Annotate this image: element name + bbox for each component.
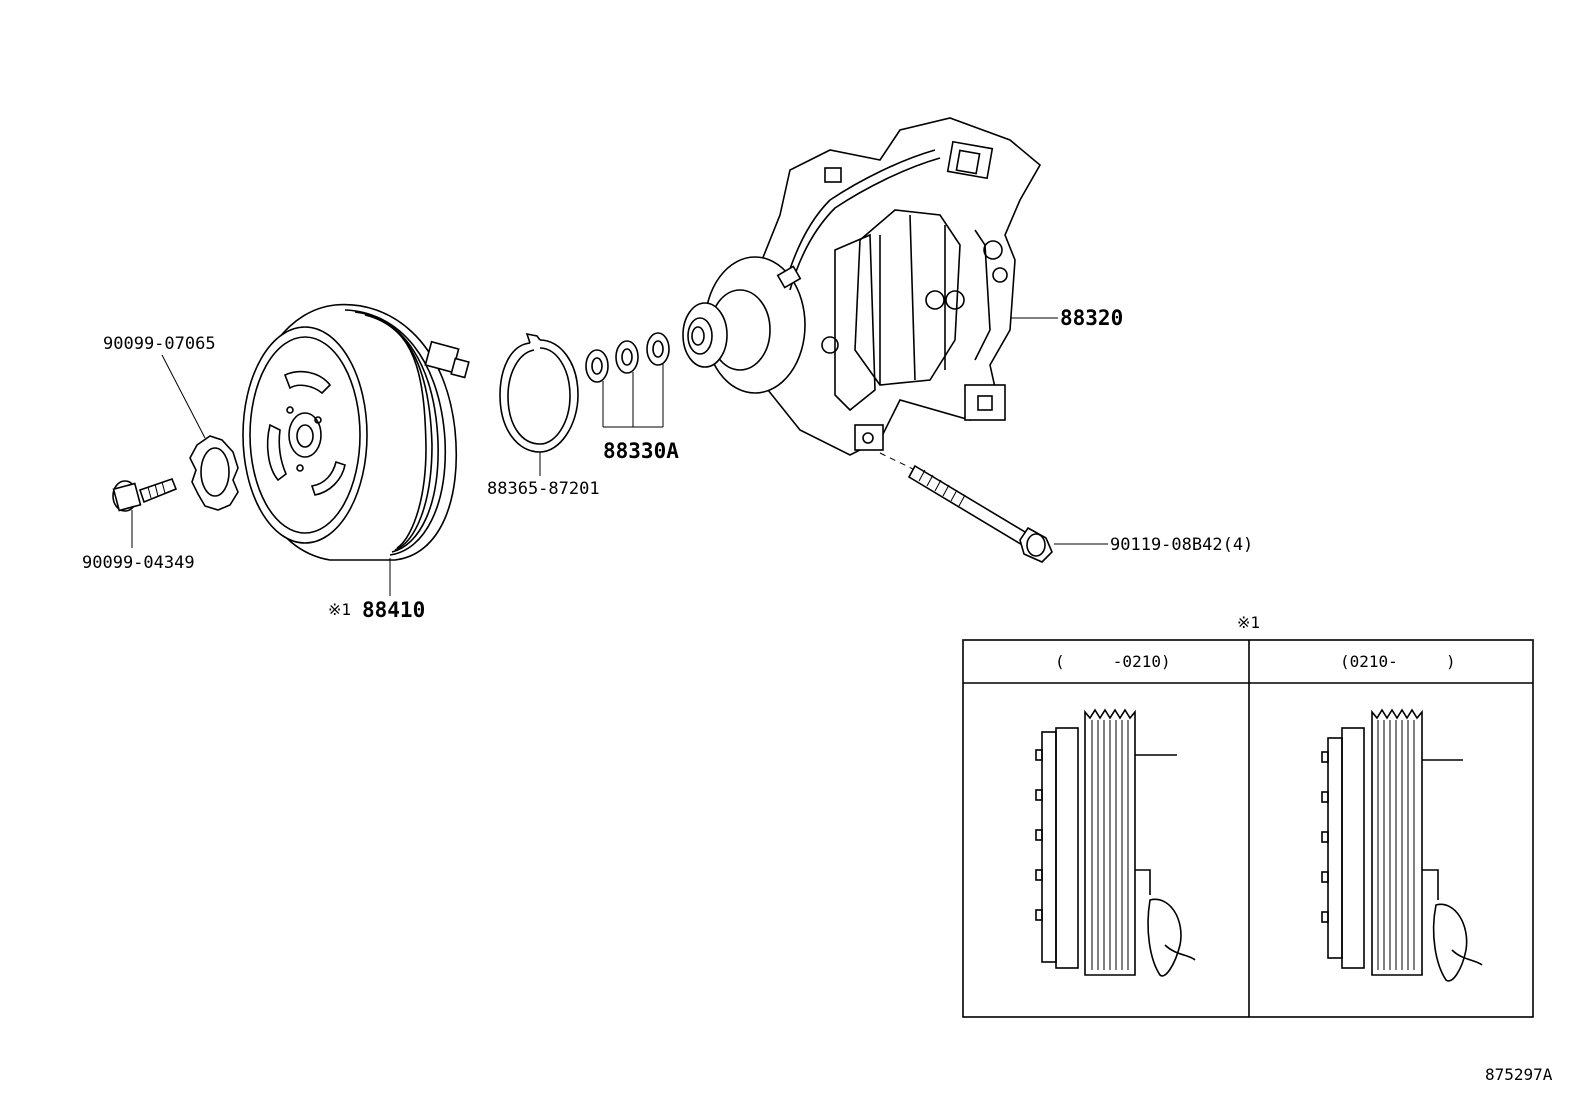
- clutch-side-view-left: [1035, 708, 1196, 977]
- bolt-axis-dashed: [879, 452, 916, 471]
- inset-table: ※1 ( -0210) (0210- ): [962, 613, 1534, 1018]
- inset-title: ※1: [1237, 613, 1260, 632]
- inset-header-right: (0210- ): [1340, 652, 1456, 671]
- label-88320[interactable]: 88320: [1060, 306, 1123, 330]
- clutch-assembly-88410[interactable]: [242, 303, 470, 561]
- label-88330A[interactable]: 88330A: [603, 439, 679, 463]
- label-90099-07065[interactable]: 90099-07065: [103, 334, 216, 354]
- label-90099-04349[interactable]: 90099-04349: [82, 553, 195, 573]
- mounting-bolt-90119-08B42[interactable]: [907, 464, 1053, 563]
- compressor-88320[interactable]: [682, 117, 1042, 456]
- diagram-code: 875297A: [1485, 1065, 1553, 1084]
- note-mark-88410: ※1: [328, 600, 351, 619]
- shims-88330A[interactable]: [585, 332, 670, 383]
- leader-90099-07065: [161, 354, 206, 439]
- center-bolt-90099-04349[interactable]: [112, 477, 178, 512]
- label-88365-87201[interactable]: 88365-87201: [487, 479, 600, 499]
- snap-ring-88365-87201[interactable]: [499, 332, 579, 453]
- leader-88330A: [602, 364, 664, 428]
- plate-washer-90099-07065[interactable]: [189, 435, 239, 511]
- label-88410[interactable]: 88410: [362, 598, 425, 622]
- inset-header-left: ( -0210): [1055, 652, 1171, 671]
- label-90119-08B42[interactable]: 90119-08B42(4): [1110, 535, 1253, 555]
- clutch-side-view-right: [1321, 708, 1483, 982]
